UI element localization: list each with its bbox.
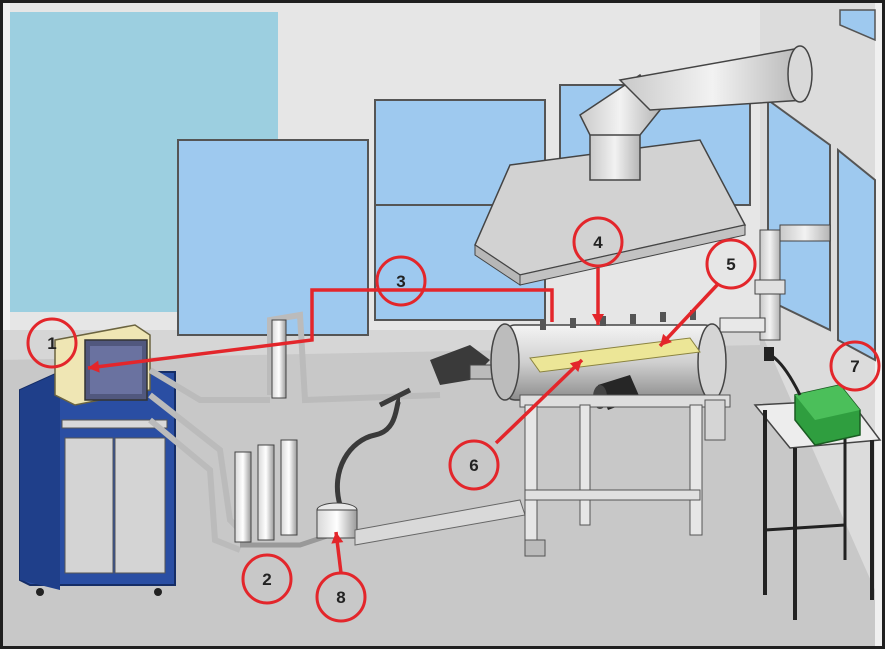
floor xyxy=(0,330,875,649)
callout-number: 1 xyxy=(47,334,56,353)
exhaust-pipe xyxy=(719,224,831,341)
callout-circle xyxy=(315,571,367,623)
callouts-layer: 1 2 3 4 5 6 7 8 xyxy=(26,216,881,623)
callout-marker-3: 3 xyxy=(375,255,427,307)
callout-number: 8 xyxy=(336,588,345,607)
callout-marker-4: 4 xyxy=(572,216,624,268)
callout-arrow-4 xyxy=(591,268,605,325)
control-cabinet-with-monitor xyxy=(19,324,176,596)
callout-circle xyxy=(829,340,881,392)
callout-circle xyxy=(572,216,624,268)
callout-number: 5 xyxy=(726,255,735,274)
callout-marker-1: 1 xyxy=(26,317,78,369)
callout-number: 7 xyxy=(850,357,859,376)
callout-number: 2 xyxy=(262,570,271,589)
callout-circle xyxy=(26,317,78,369)
callout-arrow-6 xyxy=(494,358,584,445)
callout-marker-5: 5 xyxy=(705,238,757,290)
callout-circle xyxy=(241,553,293,605)
callout-arrow-5 xyxy=(658,282,720,348)
callout-marker-2: 2 xyxy=(241,553,293,605)
callout-circle xyxy=(375,255,427,307)
callout-number: 3 xyxy=(396,272,405,291)
callout-marker-8: 8 xyxy=(315,571,367,623)
power-supply-unit xyxy=(764,347,861,446)
callout-marker-7: 7 xyxy=(829,340,881,392)
callout-arrow-1 xyxy=(87,288,554,373)
furnace-stand xyxy=(519,394,731,557)
callout-circle xyxy=(448,439,500,491)
callout-marker-6: 6 xyxy=(448,439,500,491)
callout-arrow-8 xyxy=(331,531,344,574)
exhaust-hood xyxy=(474,45,813,286)
callout-number: 4 xyxy=(593,233,603,252)
callout-circle xyxy=(705,238,757,290)
callout-number: 6 xyxy=(469,456,478,475)
